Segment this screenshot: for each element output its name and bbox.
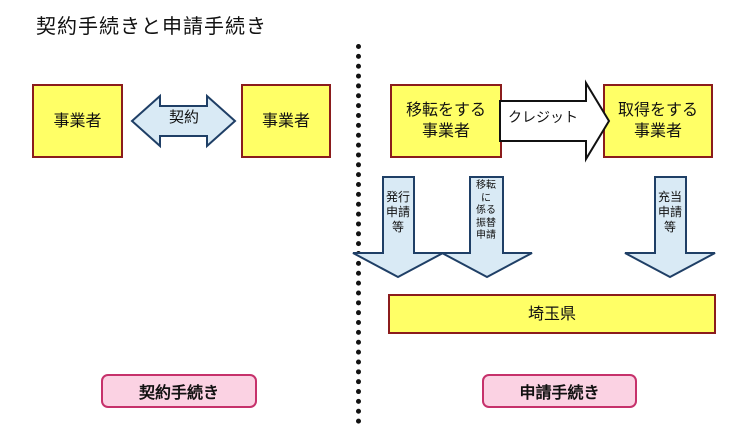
- issue-application-label: 発行 申請 等: [380, 190, 416, 235]
- page-title: 契約手続きと申請手続き: [36, 14, 267, 38]
- application-procedure-label: 申請手続き: [482, 374, 637, 408]
- allocation-application-label: 充当 申請 等: [652, 190, 688, 235]
- arrow1-line: 申請: [385, 205, 410, 219]
- contract-procedure-label: 契約手続き: [101, 374, 257, 408]
- arrow1-line: 発行: [385, 190, 410, 204]
- acquirer-line2: 事業者: [633, 121, 682, 140]
- contract-label: 契約: [168, 108, 199, 126]
- arrow2-line: 係る: [476, 205, 496, 216]
- arrow2-line: 移転: [476, 180, 496, 191]
- section-divider: [356, 44, 361, 424]
- arrow1-line: 等: [391, 220, 404, 234]
- acquirer-box: 取得をする 事業者: [603, 84, 713, 158]
- arrow3-line: 等: [663, 220, 676, 234]
- transfer-application-label: 移転 に 係る 振替 申請: [467, 180, 505, 243]
- transferor-line1: 移転をする: [405, 100, 486, 120]
- transferor-box: 移転をする 事業者: [390, 84, 502, 158]
- issue-application-arrow: [352, 176, 444, 279]
- arrow2-line: 申請: [476, 230, 496, 241]
- arrow3-line: 申請: [657, 205, 682, 219]
- allocation-application-arrow: [624, 176, 716, 279]
- transfer-application-arrow: [441, 176, 533, 279]
- arrow2-line: 振替: [476, 217, 496, 229]
- arrow2-line: に: [481, 192, 491, 204]
- arrow3-line: 充当: [657, 190, 682, 204]
- business-box-left-b: 事業者: [241, 84, 331, 158]
- business-box-left-a: 事業者: [32, 84, 123, 158]
- transferor-line2: 事業者: [421, 121, 470, 140]
- contract-double-arrow: [130, 93, 237, 149]
- credit-arrow: [499, 79, 611, 163]
- acquirer-line1: 取得をする: [617, 100, 698, 120]
- prefecture-box: 埼玉県: [388, 294, 716, 334]
- credit-label: クレジット: [508, 110, 578, 126]
